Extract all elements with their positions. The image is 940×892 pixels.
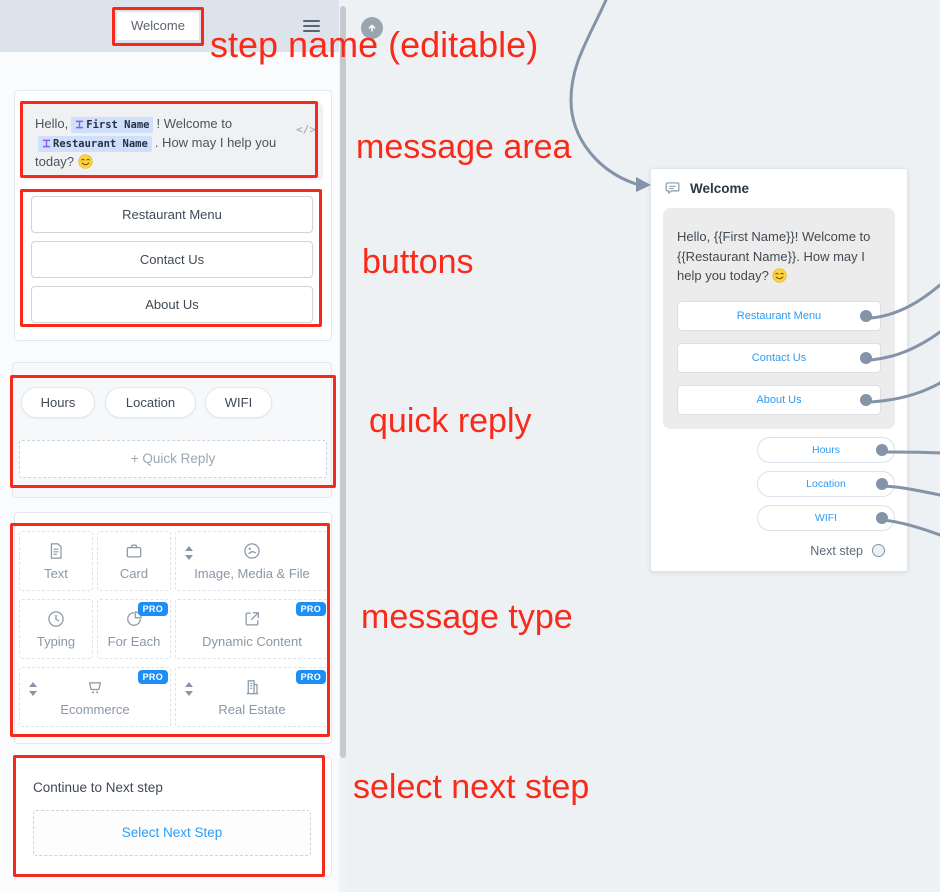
continue-next-step-label: Continue to Next step: [33, 780, 163, 795]
quick-reply-chip-location[interactable]: Location: [105, 387, 196, 418]
message-type-text[interactable]: Text: [19, 531, 93, 591]
smile-emoji-icon: [772, 268, 788, 289]
drag-handle-icon[interactable]: [185, 682, 194, 696]
connector-port-dot[interactable]: [876, 511, 888, 524]
message-text-editor[interactable]: Hello,First Name! Welcome to Restaurant N…: [23, 104, 323, 180]
text-document-icon: [50, 543, 62, 559]
message-button-contact-us[interactable]: Contact Us: [31, 241, 313, 278]
step-editor-sidebar: Welcome Hello,First Name! Welcome to Rest…: [0, 0, 347, 892]
pro-badge: PRO: [295, 602, 326, 616]
node-button-about-us[interactable]: About Us: [677, 384, 881, 415]
node-quick-reply-location[interactable]: Location: [757, 470, 895, 497]
pro-badge: PRO: [137, 670, 168, 684]
drag-handle-icon[interactable]: [185, 546, 194, 560]
sidebar-scrollbar-thumb[interactable]: [340, 6, 346, 758]
flow-node-welcome[interactable]: Welcome Hello, {{First Name}}! Welcome t…: [650, 168, 908, 572]
connector-port-dot[interactable]: [860, 351, 872, 364]
text-variable-icon: [76, 120, 84, 129]
arrow-up-circle-icon[interactable]: [361, 17, 383, 39]
message-card: Hello,First Name! Welcome to Restaurant N…: [14, 90, 332, 341]
select-next-step-button[interactable]: Select Next Step: [33, 810, 311, 856]
message-text: Hello,: [35, 116, 69, 131]
node-button-restaurant-menu[interactable]: Restaurant Menu: [677, 300, 881, 331]
dynamic-content-icon: [245, 612, 259, 626]
add-quick-reply-button[interactable]: + Quick Reply: [19, 440, 327, 478]
flow-node-message-block: Hello, {{First Name}}! Welcome to {{Rest…: [663, 208, 895, 429]
message-type-ecommerce[interactable]: PRO Ecommerce: [19, 667, 171, 727]
code-view-icon[interactable]: </>: [296, 123, 316, 136]
quick-reply-chip-hours[interactable]: Hours: [21, 387, 95, 418]
message-type-dynamic-content[interactable]: PRO Dynamic Content: [175, 599, 329, 659]
sidebar-scrollbar: [339, 0, 347, 892]
node-next-step-label: Next step: [810, 543, 863, 558]
node-quick-reply-hours[interactable]: Hours: [757, 436, 895, 463]
connector-port-dot[interactable]: [876, 443, 888, 456]
flow-node-message-text: Hello, {{First Name}}! Welcome to {{Rest…: [677, 222, 881, 289]
message-type-real-estate[interactable]: PRO Real Estate: [175, 667, 329, 727]
flow-canvas[interactable]: Welcome Hello, {{First Name}}! Welcome t…: [347, 0, 940, 892]
quick-reply-chip-wifi[interactable]: WIFI: [205, 387, 272, 418]
annotation-buttons: buttons: [362, 243, 474, 281]
annotation-select-next-step: select next step: [353, 768, 590, 806]
pro-badge: PRO: [137, 602, 168, 616]
image-media-icon: [244, 543, 260, 559]
step-name-input[interactable]: Welcome: [117, 12, 199, 40]
node-next-step-row: Next step: [651, 544, 885, 558]
pro-badge: PRO: [295, 670, 326, 684]
message-button-about-us[interactable]: About Us: [31, 286, 313, 323]
typing-clock-icon: [48, 611, 64, 627]
connector-port-dot[interactable]: [876, 477, 888, 490]
connector-port-dot[interactable]: [860, 309, 872, 322]
annotation-message-type: message type: [361, 598, 573, 636]
ecommerce-cart-icon: [88, 682, 102, 694]
text-variable-icon: [42, 139, 51, 148]
message-type-grid: Text Card Image, Media & File Typing PRO…: [19, 531, 329, 727]
node-quick-reply-wifi[interactable]: WIFI: [757, 504, 895, 531]
smile-emoji-icon: [78, 154, 93, 174]
drag-handle-icon[interactable]: [29, 682, 38, 696]
message-text: . How may I help you today?: [35, 135, 277, 169]
next-step-port-ring[interactable]: [872, 544, 885, 557]
annotation-message-area: message area: [356, 128, 572, 166]
connector-port-dot[interactable]: [860, 393, 872, 406]
quick-reply-card: Hours Location WIFI + Quick Reply: [12, 362, 332, 498]
message-type-card: Text Card Image, Media & File Typing PRO…: [14, 512, 332, 744]
message-type-for-each[interactable]: PRO For Each: [97, 599, 171, 659]
card-icon: [126, 544, 142, 558]
hamburger-menu-icon[interactable]: [303, 20, 320, 34]
annotation-quick-reply: quick reply: [369, 402, 532, 440]
flow-node-title: Welcome: [690, 181, 750, 196]
message-type-typing[interactable]: Typing: [19, 599, 93, 659]
variable-token-first-name[interactable]: First Name: [71, 117, 154, 133]
flow-node-header[interactable]: Welcome: [651, 169, 907, 207]
message-type-image-media-file[interactable]: Image, Media & File: [175, 531, 329, 591]
chat-bubble-icon: [665, 182, 680, 194]
real-estate-building-icon: [246, 680, 259, 695]
node-button-contact-us[interactable]: Contact Us: [677, 342, 881, 373]
variable-token-restaurant-name[interactable]: Restaurant Name: [38, 136, 152, 152]
message-text: ! Welcome to: [156, 116, 233, 131]
annotation-step-name: step name (editable): [210, 24, 539, 65]
continue-next-step-card: Continue to Next step Select Next Step: [14, 757, 332, 877]
message-type-card-item[interactable]: Card: [97, 531, 171, 591]
message-button-restaurant-menu[interactable]: Restaurant Menu: [31, 196, 313, 233]
